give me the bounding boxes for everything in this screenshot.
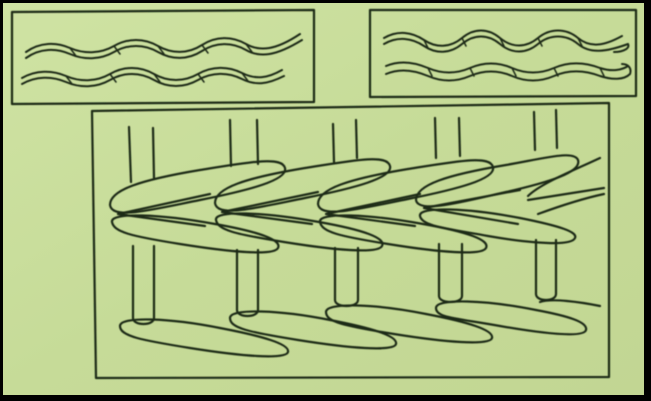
- paper-background: [3, 3, 644, 395]
